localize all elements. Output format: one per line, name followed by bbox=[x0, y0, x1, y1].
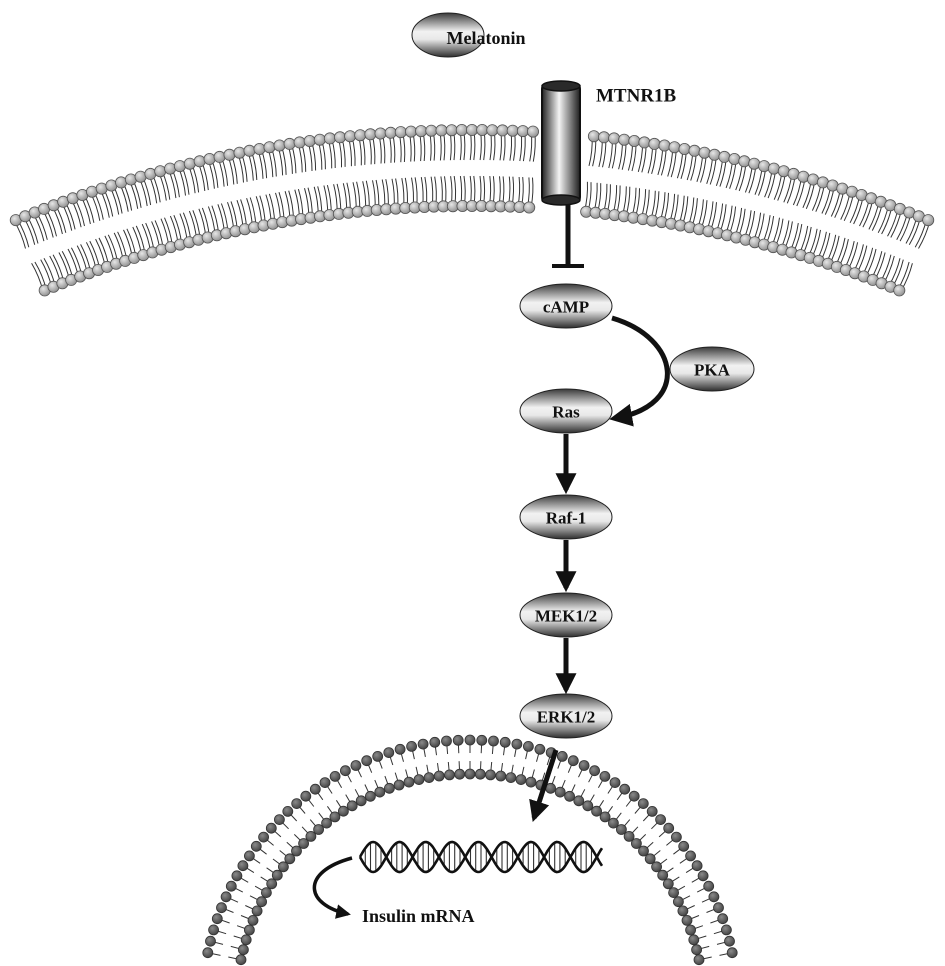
dna-to-mrna-edge bbox=[312, 856, 353, 919]
mtnr1b-receptor bbox=[541, 80, 581, 206]
ras-label: Ras bbox=[552, 403, 580, 422]
mek-label: MEK1/2 bbox=[535, 607, 597, 626]
raf-label: Raf-1 bbox=[546, 509, 587, 528]
ras-node: Ras bbox=[519, 388, 613, 434]
product-label: Insulin mRNA bbox=[362, 906, 475, 926]
raf-node: Raf-1 bbox=[519, 494, 613, 540]
camp-label: cAMP bbox=[543, 298, 589, 317]
erk-to-nucleus-edge bbox=[529, 749, 559, 822]
pka-label: PKA bbox=[694, 361, 731, 380]
dna-helix-icon bbox=[358, 840, 604, 874]
inhibition-edge bbox=[552, 205, 584, 268]
receptor-label: MTNR1B bbox=[596, 86, 677, 107]
pka-node: PKA bbox=[669, 346, 755, 392]
mek-node: MEK1/2 bbox=[519, 592, 613, 638]
lipid-bilayer-icon bbox=[9, 124, 935, 297]
camp-node: cAMP bbox=[519, 283, 613, 329]
erk-node: ERK1/2 bbox=[519, 693, 613, 739]
erk-label: ERK1/2 bbox=[537, 708, 596, 727]
nuclear-envelope-icon bbox=[202, 734, 738, 966]
camp-to-ras-edge bbox=[609, 315, 670, 427]
melatonin-label: Melatonin bbox=[447, 28, 526, 48]
melatonin-node bbox=[411, 12, 485, 58]
